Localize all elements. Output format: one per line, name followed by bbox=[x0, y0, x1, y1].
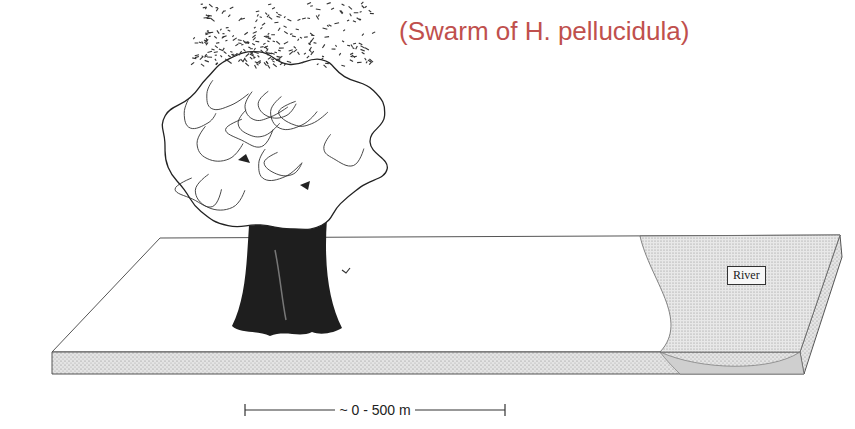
flying-insect bbox=[342, 268, 350, 273]
river-channel bbox=[660, 352, 804, 374]
figure-title: (Swarm of H. pellucidula) bbox=[395, 16, 693, 47]
ground-surface bbox=[52, 235, 840, 352]
region-label-box: River bbox=[727, 266, 766, 285]
tree-crown bbox=[162, 52, 387, 230]
trunk-highlight bbox=[275, 250, 286, 320]
ground-front-face bbox=[52, 352, 804, 374]
insect-swarm bbox=[191, 2, 375, 69]
river-surface bbox=[640, 235, 840, 352]
scale-label: ~ 0 - 500 m bbox=[335, 402, 414, 418]
region-name: River bbox=[733, 268, 760, 283]
